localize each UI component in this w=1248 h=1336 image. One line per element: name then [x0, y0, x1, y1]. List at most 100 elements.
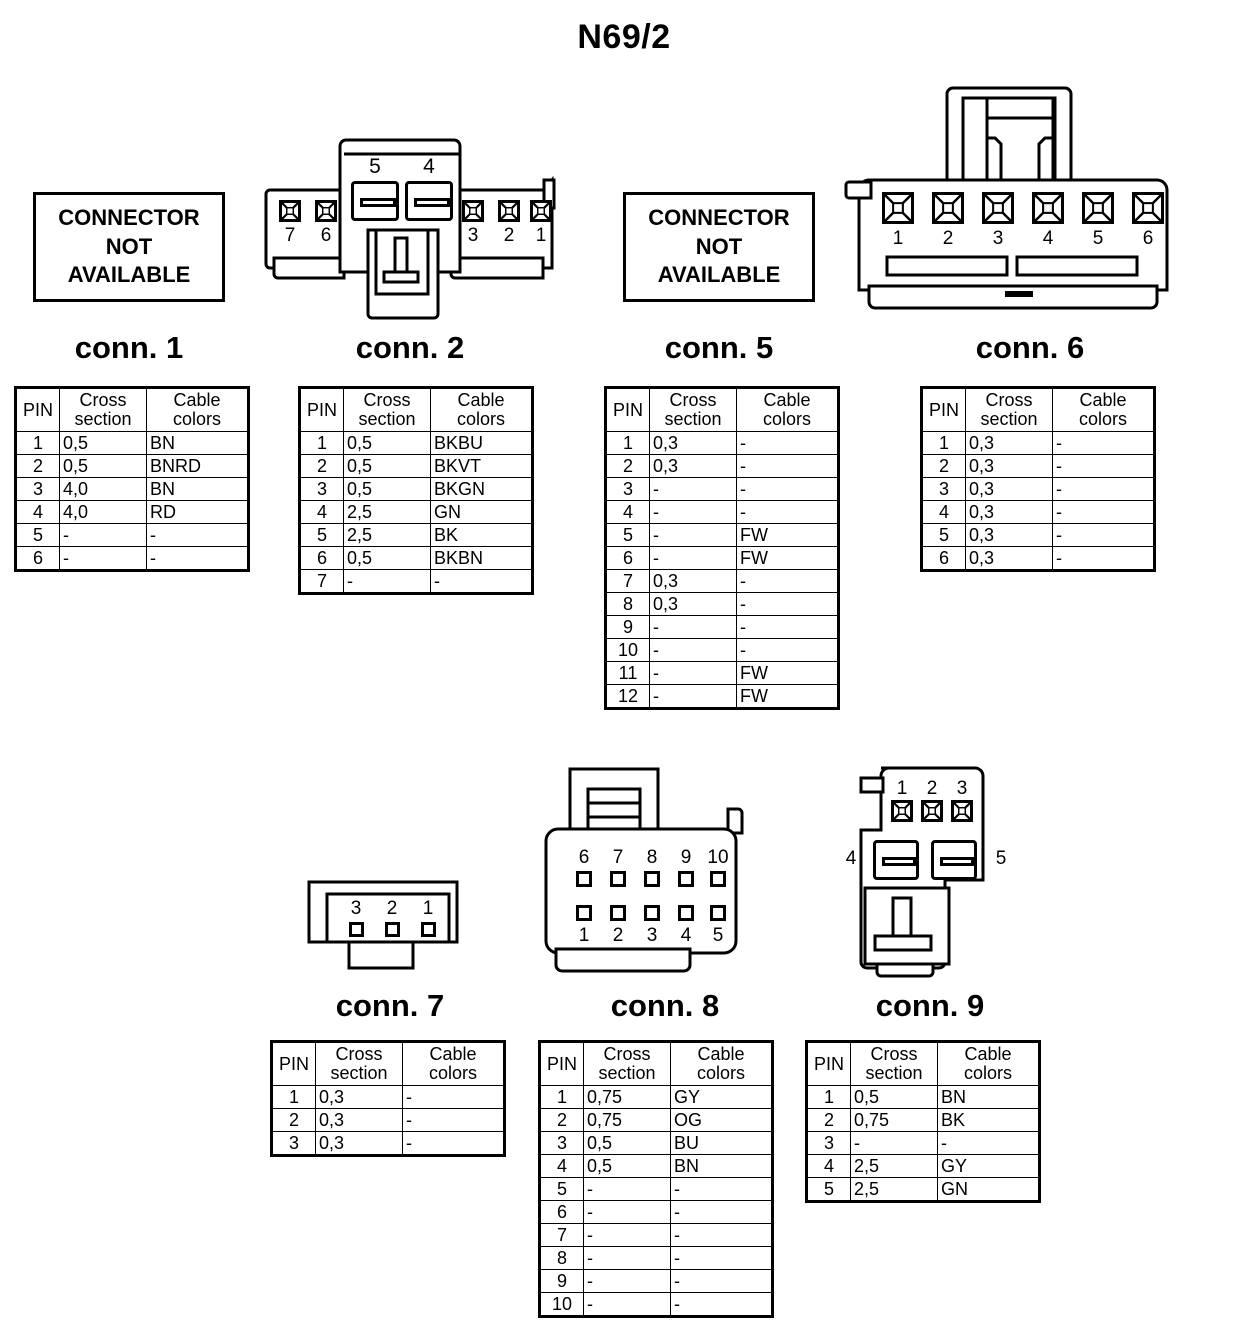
pin-cavity-1	[576, 905, 592, 921]
cell-cable-colors: -	[1052, 477, 1155, 501]
cell-pin: 4	[806, 1154, 851, 1178]
col-header-pin: PIN	[539, 1041, 584, 1086]
cell-cable-colors: OG	[670, 1108, 773, 1132]
pin-label-7: 7	[284, 225, 296, 246]
pin-cavity-2	[385, 922, 400, 937]
cell-pin: 3	[271, 1131, 316, 1156]
cell-cable-colors: BU	[670, 1131, 773, 1155]
cell-cable-colors: -	[736, 477, 839, 501]
pin-label-2: 2	[926, 778, 938, 799]
cell-pin: 4	[15, 500, 60, 524]
pin-label-1: 1	[535, 225, 547, 246]
pin-cavity-1	[421, 922, 436, 937]
cell-pin: 4	[299, 500, 344, 524]
cell-cross-section: -	[583, 1200, 671, 1224]
cell-pin: 1	[605, 431, 650, 455]
cell-pin: 11	[605, 661, 650, 685]
pin-label-1: 1	[896, 778, 908, 799]
cell-cross-section: 0,3	[965, 546, 1053, 571]
pin-cavity-1	[891, 800, 913, 822]
cell-pin: 2	[806, 1108, 851, 1132]
cell-cable-colors: FW	[736, 661, 839, 685]
cell-pin: 9	[605, 615, 650, 639]
cell-pin: 3	[605, 477, 650, 501]
cell-cross-section: -	[583, 1292, 671, 1317]
cell-pin: 5	[539, 1177, 584, 1201]
cell-cross-section: 4,0	[59, 500, 147, 524]
pin-label-1: 1	[422, 898, 434, 919]
cell-cross-section: 2,5	[850, 1177, 938, 1202]
pin-label-4: 4	[845, 848, 857, 869]
cell-pin: 9	[539, 1269, 584, 1293]
cell-pin: 5	[806, 1177, 851, 1202]
cell-cross-section: 0,3	[315, 1108, 403, 1132]
caption-conn6: conn. 6	[975, 330, 1085, 365]
table-row: 10--	[605, 638, 839, 662]
caption-conn1: conn. 1	[74, 330, 184, 365]
cell-cross-section: 0,3	[965, 431, 1053, 455]
connector-drawing-conn9: 1 2 3 4 5	[835, 760, 1025, 980]
cell-cross-section: 0,5	[59, 454, 147, 478]
cell-pin: 3	[15, 477, 60, 501]
caption-conn9: conn. 9	[875, 988, 985, 1023]
cell-pin: 10	[605, 638, 650, 662]
cell-pin: 10	[539, 1292, 584, 1317]
cell-cable-colors: -	[670, 1177, 773, 1201]
col-header-pin: PIN	[921, 387, 966, 432]
pin-cavity-1	[530, 200, 552, 222]
cell-cable-colors: -	[430, 569, 533, 594]
pin-label-5: 5	[369, 155, 381, 178]
cell-cross-section: 0,5	[850, 1085, 938, 1109]
na-line-3: AVAILABLE	[657, 262, 781, 288]
cell-cross-section: 2,5	[343, 523, 431, 547]
cell-cable-colors: BN	[146, 477, 249, 501]
na-line-1: CONNECTOR	[648, 205, 790, 231]
table-row: 7--	[539, 1223, 773, 1247]
table-row: 6--	[15, 546, 249, 571]
connector-drawing-conn7: 3 2 1	[305, 878, 475, 978]
table-row: 6--	[539, 1200, 773, 1224]
cell-pin: 2	[539, 1108, 584, 1132]
pin-cavity-4	[1032, 192, 1064, 224]
pin-cavity-9	[678, 871, 694, 887]
pin-label-5: 5	[1092, 228, 1104, 249]
cell-pin: 2	[605, 454, 650, 478]
cell-pin: 1	[15, 431, 60, 455]
cell-cross-section: -	[583, 1177, 671, 1201]
cell-cross-section: -	[583, 1269, 671, 1293]
pin-cavity-4	[678, 905, 694, 921]
pin-label-4: 4	[1042, 228, 1054, 249]
cell-pin: 2	[271, 1108, 316, 1132]
pin-cavity-4	[405, 181, 453, 221]
cell-cable-colors: BK	[430, 523, 533, 547]
pin-cavity-6	[315, 200, 337, 222]
cell-cross-section: -	[649, 546, 737, 570]
cell-pin: 8	[539, 1246, 584, 1270]
cell-pin: 7	[299, 569, 344, 594]
cell-pin: 1	[271, 1085, 316, 1109]
cell-cross-section: 0,3	[649, 592, 737, 616]
